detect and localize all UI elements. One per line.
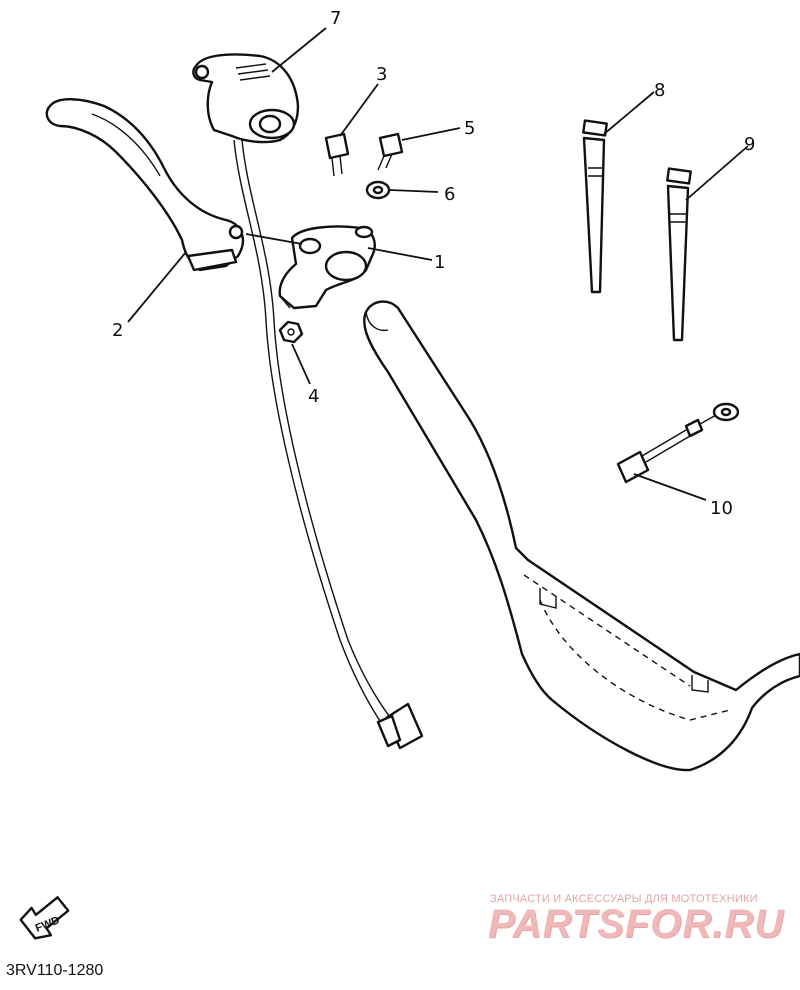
cable-tie-9 [666, 167, 692, 342]
watermark-tagline: ЗАПЧАСТИ И АКСЕССУАРЫ ДЛЯ МОТОТЕХНИКИ [490, 893, 758, 905]
callout-5: 5 [464, 118, 475, 139]
diode-lead [616, 402, 740, 484]
lever-bracket [278, 225, 376, 310]
leader-lines [127, 27, 749, 501]
clutch-lever [45, 98, 245, 272]
callout-10: 10 [710, 498, 733, 519]
callout-8: 8 [654, 80, 665, 101]
washer [365, 180, 391, 200]
callout-6: 6 [444, 184, 455, 205]
watermark-logo: PARTSFOR.RU [488, 902, 785, 946]
reference-code: 3RV110-1280 [6, 962, 104, 979]
callout-1: 1 [434, 252, 445, 273]
callouts: 7 3 5 6 1 2 4 8 9 10 [112, 8, 755, 519]
switch-cable [233, 139, 424, 750]
callout-7: 7 [330, 8, 341, 29]
cable-tie-8 [582, 119, 608, 294]
bolt-5 [377, 132, 404, 171]
callout-3: 3 [376, 64, 387, 85]
handlebar-switch [192, 53, 300, 144]
handlebar [363, 300, 800, 772]
bolt-3 [324, 132, 350, 177]
callout-9: 9 [744, 134, 755, 155]
nut [278, 320, 304, 344]
callout-2: 2 [112, 320, 123, 341]
fwd-arrow: FWD [19, 896, 70, 940]
callout-4: 4 [308, 386, 319, 407]
